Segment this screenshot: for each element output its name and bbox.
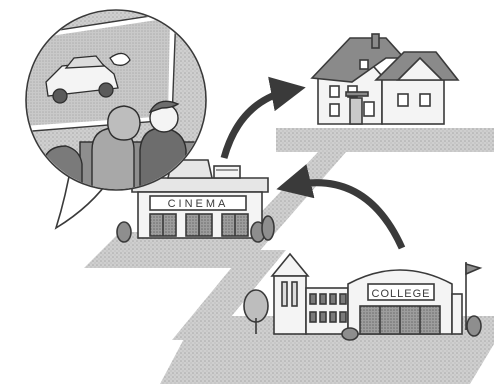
college-sign: COLLEGE	[372, 288, 431, 300]
college-building	[244, 254, 481, 340]
cinema-sign: CINEMA	[168, 198, 229, 210]
house	[312, 34, 458, 124]
